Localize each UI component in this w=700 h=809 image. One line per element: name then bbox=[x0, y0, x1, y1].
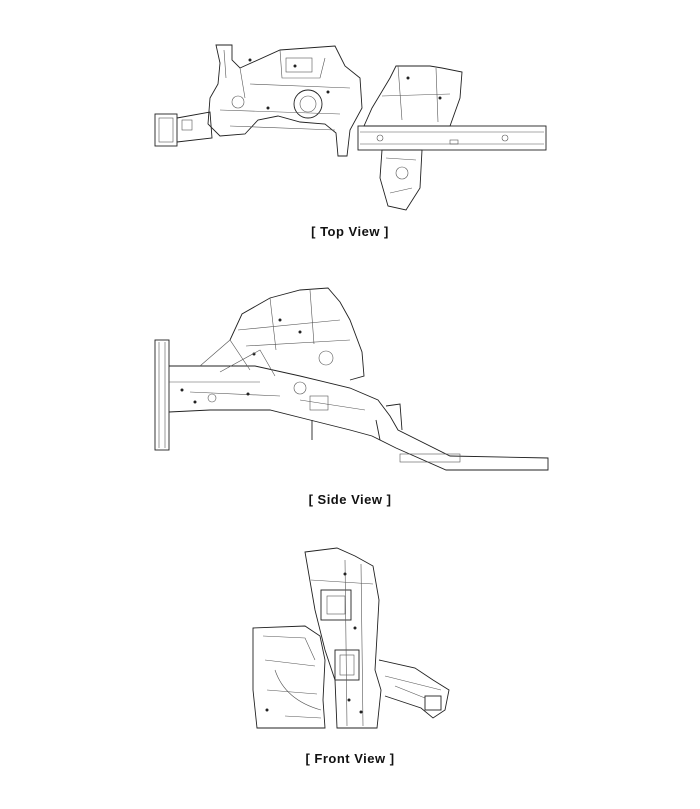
front-view: [ Front View ] bbox=[0, 530, 700, 809]
side-view-drawing bbox=[150, 280, 550, 480]
side-view-caption: [ Side View ] bbox=[308, 492, 392, 507]
front-view-caption: [ Front View ] bbox=[305, 751, 395, 766]
side-view: [ Side View ] bbox=[0, 270, 700, 515]
top-view-caption: [ Top View ] bbox=[311, 224, 389, 239]
front-view-drawing bbox=[245, 540, 460, 735]
top-view: [ Top View ] bbox=[0, 0, 700, 250]
top-view-drawing bbox=[150, 38, 550, 218]
